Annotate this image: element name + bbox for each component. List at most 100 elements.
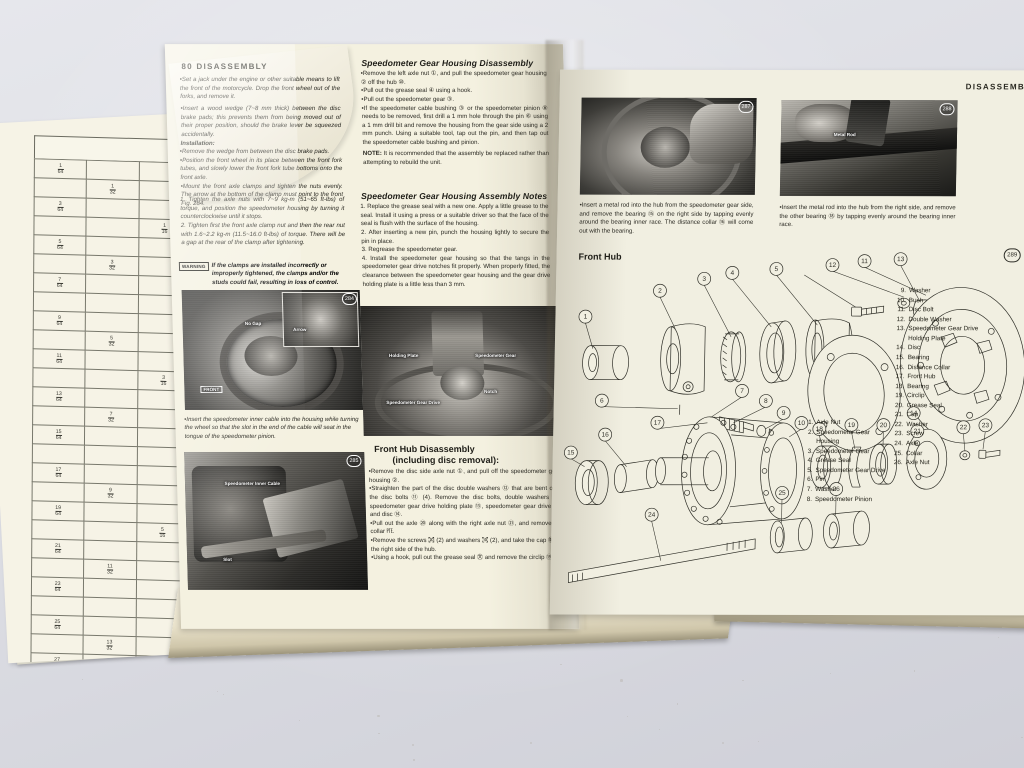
part-number: 21. xyxy=(892,410,904,420)
frac-cell-64: 1964 xyxy=(32,501,84,521)
part-label: Grease Seal xyxy=(816,456,851,466)
part-label: Bearing xyxy=(907,382,929,392)
part-number: 19. xyxy=(892,391,904,401)
frac-cell-32: 332 xyxy=(86,255,138,275)
note-block: NOTE: It is recommended that the assembl… xyxy=(363,150,550,167)
part-label: Screw xyxy=(906,430,924,440)
frac-cell-64: 764 xyxy=(34,273,86,293)
photo-fig-287: 287 xyxy=(580,98,757,195)
right-page: DISASSEMBLY 81 287 Metal Rod 288 xyxy=(550,70,1024,616)
desk-speck xyxy=(378,733,380,735)
desk-speck xyxy=(530,742,532,744)
part-label: Double Washer xyxy=(908,315,951,325)
frac-cell-64: 564 xyxy=(34,235,86,255)
frac-cell-32 xyxy=(86,198,138,218)
part-label: Washer xyxy=(909,286,931,296)
speedometer-gear-housing-assembly-heading: Speedometer Gear Housing Assembly Notes xyxy=(361,191,547,201)
parts-list-item: 11.Disc Bolt xyxy=(894,305,1024,315)
parts-list-item: 9.Washer xyxy=(894,286,1024,296)
part-distance-collar-16 xyxy=(614,460,659,493)
frac-cell-64: 1564 xyxy=(32,425,84,445)
frac-cell-64 xyxy=(32,558,84,578)
frac-cell-64 xyxy=(31,596,83,616)
front-hub-disassembly-heading-line2: (including disc removal): xyxy=(392,455,572,465)
callout-number: 17 xyxy=(654,420,662,427)
part-number: 9. xyxy=(894,286,906,296)
callout-number: 5 xyxy=(775,266,779,273)
speedometer-gear-housing-disassembly-heading: Speedometer Gear Housing Disassembly xyxy=(361,58,541,68)
open-service-manual: INCH 16413236411656433276418964532116431… xyxy=(60,18,1020,698)
part-label: Bush xyxy=(909,296,924,306)
frac-cell-64 xyxy=(32,520,84,540)
part-label: Axle Nut xyxy=(906,458,930,468)
part-number: 17. xyxy=(892,372,904,382)
left-top-bullets: •Set a jack under the engine or other su… xyxy=(180,76,342,139)
parts-list-item: 26.Axle Nut xyxy=(891,458,1024,468)
part-label: Speedometer Gear xyxy=(816,428,870,438)
part-disc-bolt-11 xyxy=(852,306,884,316)
parts-list-item: 17.Front Hub xyxy=(892,372,1024,382)
warning-box: WARNING If the clamps are installed inco… xyxy=(179,262,352,287)
front-hub-disassembly-heading-line1: Front Hub Disassembly xyxy=(374,444,554,454)
part-bearing-15 xyxy=(575,461,609,505)
frac-cell-64 xyxy=(32,482,84,502)
frac-cell-64: 2364 xyxy=(31,577,83,597)
part-front-hub-17 xyxy=(654,417,805,525)
frac-cell-32 xyxy=(83,654,135,663)
frac-cell-64 xyxy=(34,216,86,236)
part-number: 5. xyxy=(800,466,812,476)
frac-cell-64: 1364 xyxy=(33,387,85,407)
part-number: 25. xyxy=(891,449,903,459)
part-label: Collar xyxy=(906,449,923,459)
frac-cell-64 xyxy=(33,368,85,388)
frac-cell-32: 932 xyxy=(84,483,136,503)
fig-284-caption: •Insert the speedometer inner cable into… xyxy=(184,416,361,441)
parts-list-item: 12.Double Washer xyxy=(893,315,1024,325)
part-number: 20. xyxy=(892,401,904,411)
frac-cell-64 xyxy=(34,178,86,198)
left-page: 80 DISASSEMBLY •Set a jack under the eng… xyxy=(165,44,579,629)
part-axle-nut-26 xyxy=(823,511,870,548)
parts-list-item: 6.Pin xyxy=(800,475,910,485)
part-label: Pin xyxy=(815,475,824,485)
part-number: 6. xyxy=(800,475,812,485)
part-label: Distance Collar xyxy=(907,363,950,373)
part-label: Washer xyxy=(906,420,928,430)
parts-list-item: 8.Speedometer Pinion xyxy=(800,494,910,504)
part-speedometer-gear-3 xyxy=(720,332,746,382)
frac-cell-32 xyxy=(84,521,136,541)
part-number: 22. xyxy=(891,420,903,430)
parts-list-item: 18.Bearing xyxy=(892,382,1024,392)
parts-list-item: 13.Speedometer Gear Drive xyxy=(893,324,1024,334)
section1-bullets: •Remove the left axle nut ①, and pull th… xyxy=(361,70,549,148)
part-number: 2. xyxy=(801,428,813,438)
frac-cell-32 xyxy=(86,217,138,237)
frac-cell-64: 164 xyxy=(34,159,86,179)
part-label: Speedometer Gear xyxy=(816,447,870,457)
frac-cell-32: 532 xyxy=(85,331,137,351)
frac-cell-32 xyxy=(85,426,137,446)
part-label: Disc Bolt xyxy=(909,305,934,315)
note-text: It is recommended that the assembly be r… xyxy=(363,150,549,166)
desk-speck xyxy=(627,716,628,717)
callout-number: 7 xyxy=(740,388,744,395)
callout-number: 24 xyxy=(648,512,656,519)
callout-number: 3 xyxy=(702,276,706,283)
note-label: NOTE: xyxy=(363,150,382,157)
desk-speck xyxy=(377,715,379,717)
frac-cell-32 xyxy=(85,350,137,370)
frac-cell-32 xyxy=(84,578,136,598)
parts-list-item: 16.Distance Collar xyxy=(892,363,1024,373)
frac-cell-64: 364 xyxy=(34,197,86,217)
frac-cell-64 xyxy=(33,406,85,426)
callout-number: 2 xyxy=(658,288,662,295)
callout-number: 12 xyxy=(829,262,837,269)
callout-number: 15 xyxy=(567,450,575,457)
parts-list-item: 15.Bearing xyxy=(893,353,1024,363)
part-label: Disc xyxy=(908,344,920,354)
frac-cell-32 xyxy=(84,597,136,617)
callout-number: 9 xyxy=(782,410,786,417)
parts-list-item: 14.Disc xyxy=(893,344,1024,354)
desk-speck xyxy=(758,741,759,742)
parts-list-item: 23.Screw xyxy=(891,430,1024,440)
